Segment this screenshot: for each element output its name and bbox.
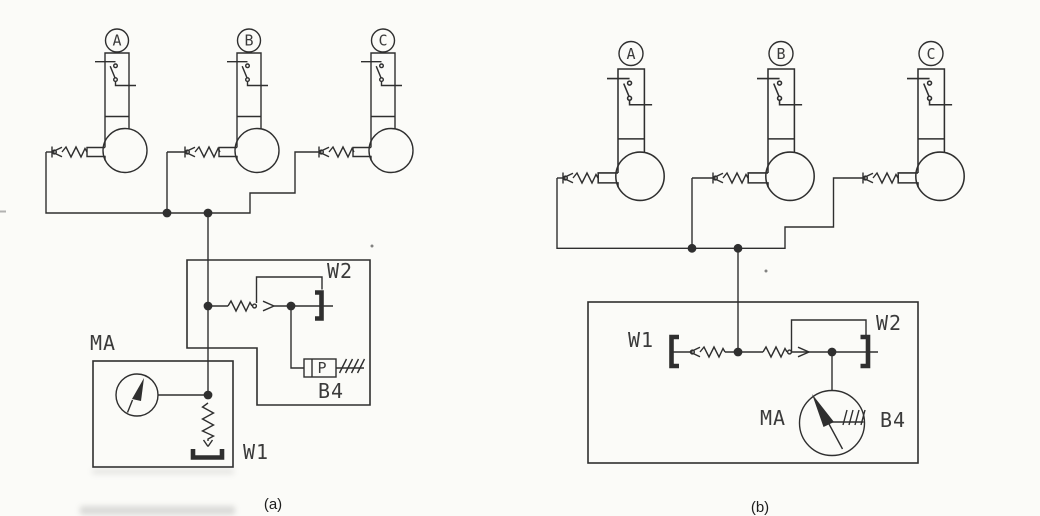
unit-letter-label: A xyxy=(112,32,121,50)
junction-dot xyxy=(687,243,697,253)
throttle-valve-icon xyxy=(863,173,898,184)
label-ma: MA xyxy=(760,406,786,430)
bracket-w2-icon xyxy=(315,290,324,321)
panel-b: A B C xyxy=(556,40,965,516)
unit-letter-label: B xyxy=(776,45,785,63)
label-w1: W1 xyxy=(243,440,269,464)
unit-letter-label: A xyxy=(626,45,635,63)
throttle-valve-icon xyxy=(689,346,726,358)
junction-dot xyxy=(162,208,172,218)
piping-a xyxy=(45,151,319,394)
arrow-down-icon xyxy=(202,439,214,447)
gauge-icon xyxy=(115,373,159,417)
junction-dot xyxy=(203,390,213,400)
label-ma: MA xyxy=(90,331,116,355)
ma-assembly-a: MA W1 xyxy=(90,331,269,468)
sensor-unit-b1 xyxy=(597,68,665,202)
throttle-valve-icon xyxy=(563,173,598,184)
unit-tag-b-C: C xyxy=(918,40,944,67)
panel-a: A B C xyxy=(45,28,414,513)
label-b4: B4 xyxy=(880,408,906,432)
unit-letter-label: B xyxy=(244,32,253,50)
unit-tag-a-A: A xyxy=(104,28,130,53)
label-b4: B4 xyxy=(318,379,344,403)
label-w2: W2 xyxy=(327,259,353,283)
junction-dot xyxy=(733,243,743,253)
junction-dot xyxy=(203,208,213,218)
throttle-valve-icon xyxy=(319,147,354,158)
bypass-loop xyxy=(255,276,323,303)
caption-b: (b) xyxy=(751,499,769,516)
bracket-w1-icon xyxy=(190,449,225,460)
sensor-unit-a2 xyxy=(218,52,280,174)
label-p: P xyxy=(317,359,326,377)
throttle-valve-icon xyxy=(185,147,220,158)
sensor-unit-b2 xyxy=(747,68,815,202)
w2-assembly-a: W2 P B4 xyxy=(186,259,371,406)
throttle-valve-icon xyxy=(713,173,748,184)
throttle-valve-icon xyxy=(227,300,275,312)
unit-tag-a-B: B xyxy=(236,28,262,53)
junction-dot xyxy=(733,347,743,357)
spring-icon xyxy=(200,402,216,441)
sensor-unit-b3 xyxy=(897,68,965,202)
sensor-unit-a1 xyxy=(86,52,148,174)
caption-a: (a) xyxy=(264,496,282,513)
gauge-icon xyxy=(798,389,866,457)
cropped-text-smudge xyxy=(92,469,234,474)
sensor-unit-a3 xyxy=(352,52,414,174)
unit-tag-b-B: B xyxy=(768,40,794,67)
unit-tag-a-C: C xyxy=(370,28,396,53)
p-element-b4: P B4 xyxy=(303,358,366,403)
bracket-w2-icon xyxy=(860,334,871,369)
assembly-box-b: W1 W2 xyxy=(587,301,919,464)
label-w1: W1 xyxy=(628,328,654,352)
cropped-text-smudge xyxy=(80,506,235,515)
unit-letter-label: C xyxy=(926,45,935,63)
bypass-loop xyxy=(790,319,867,352)
piping-b xyxy=(556,177,863,352)
unit-tag-b-A: A xyxy=(618,40,644,67)
throttle-valve-icon xyxy=(52,147,87,158)
label-w2: W2 xyxy=(876,311,902,335)
scan-artifacts xyxy=(0,210,768,273)
unit-letter-label: C xyxy=(378,32,387,50)
